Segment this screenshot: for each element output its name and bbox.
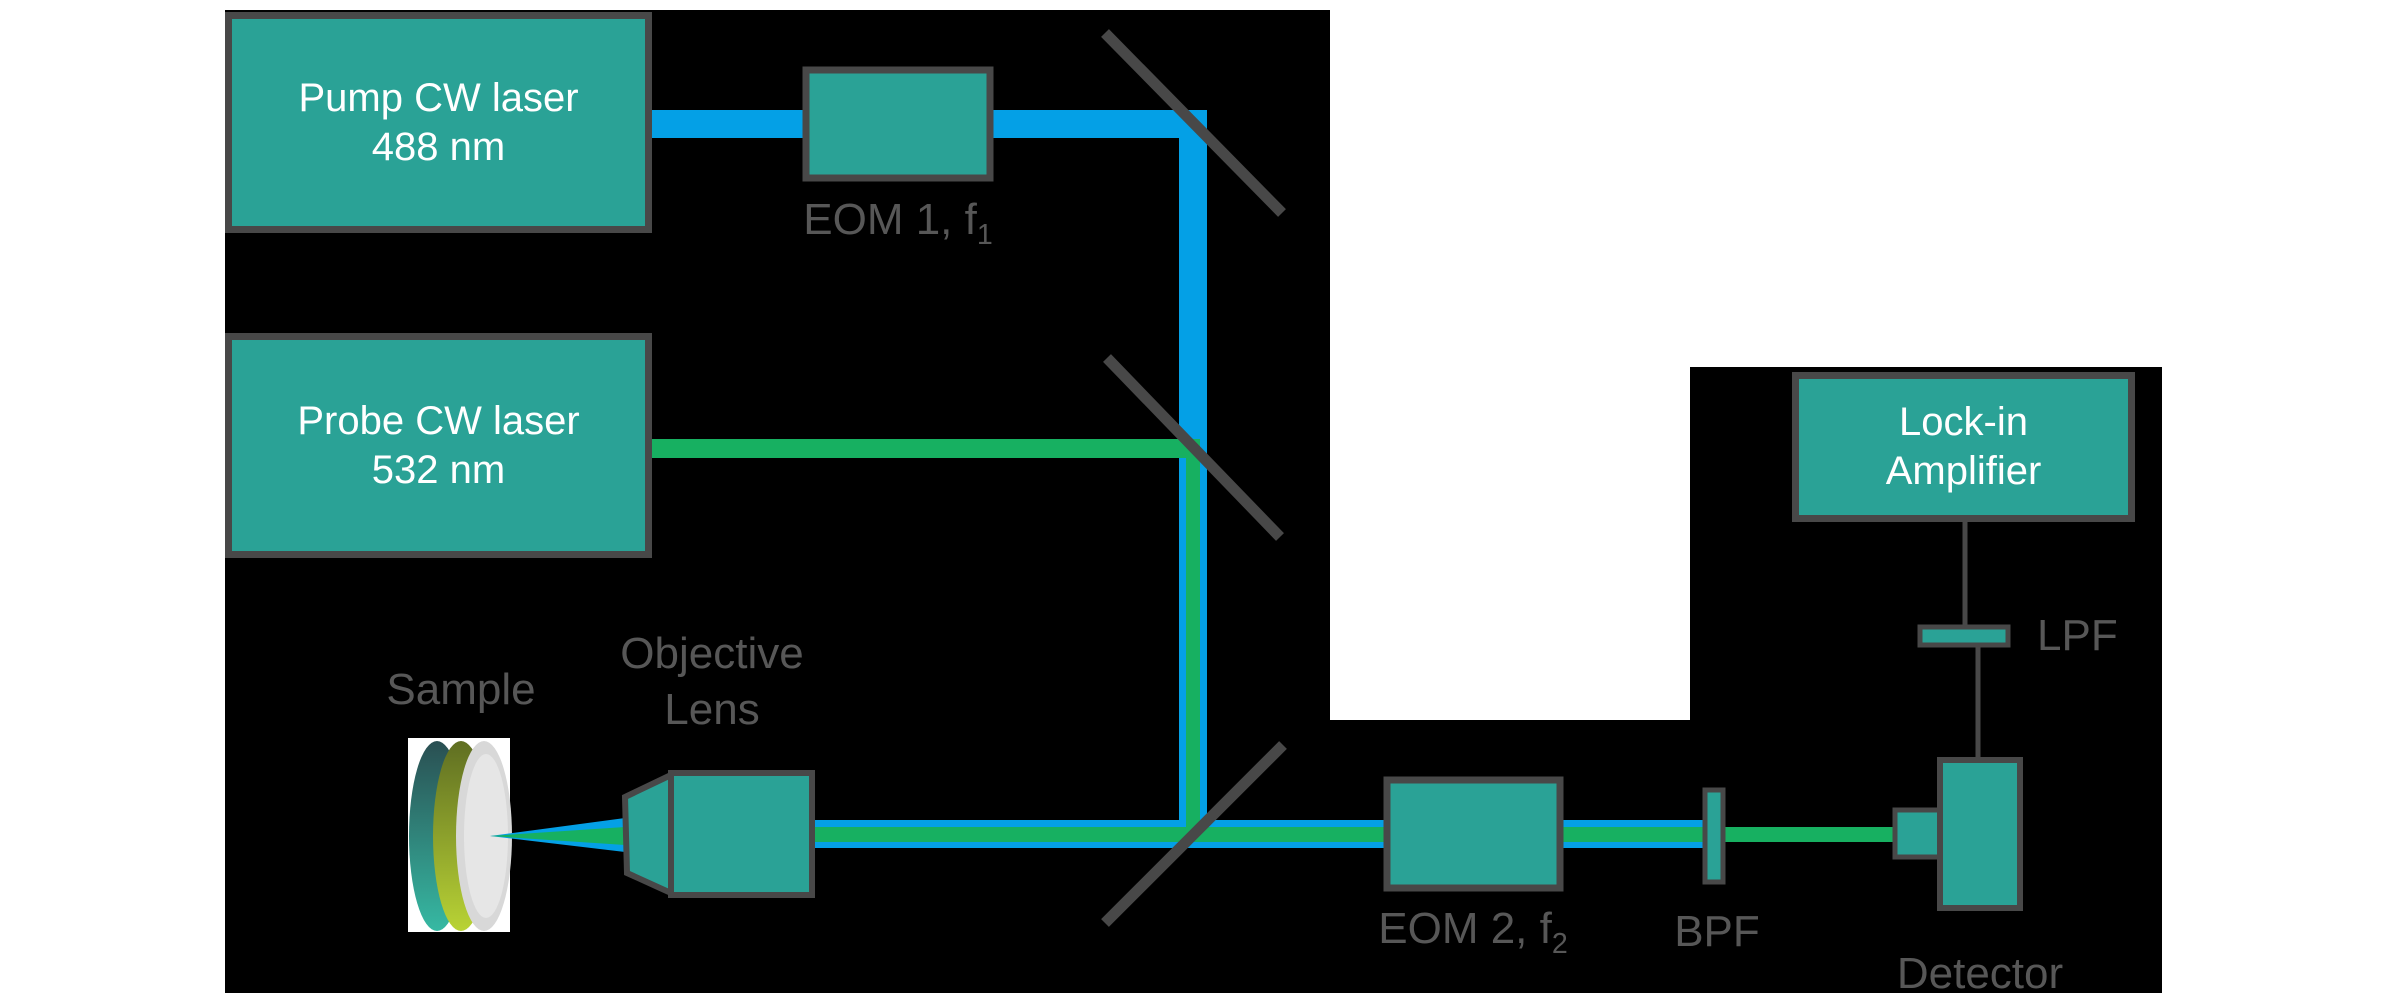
lpf-label: LPF — [2037, 611, 2118, 660]
eom1-label: EOM 1, f1 — [803, 195, 993, 251]
objective-lens-nose — [621, 770, 674, 898]
probe-laser-box: Probe CW laser 532 nm — [225, 333, 652, 558]
eom2-label: EOM 2, f2 — [1378, 904, 1568, 960]
combined-beam-green-horizontal — [812, 827, 1895, 842]
bpf-filter — [1702, 787, 1726, 885]
pump-steering-mirror — [1101, 29, 1286, 217]
dichroic-combiner-mirror — [1103, 354, 1284, 541]
detector-body — [1937, 757, 2023, 911]
pump-laser-name: Pump CW laser — [298, 75, 579, 120]
eom2-box — [1383, 776, 1564, 892]
eom1-box — [802, 66, 994, 182]
lockin-label-line2: Amplifier — [1885, 449, 2042, 493]
objective-lens-body — [668, 770, 815, 898]
sample-label: Sample — [386, 665, 536, 714]
pump-laser-wavelength: 488 nm — [371, 124, 506, 169]
detector-aperture — [1892, 807, 1943, 860]
probe-laser-name: Probe CW laser — [297, 398, 580, 443]
eom2-subscript: 2 — [1551, 927, 1568, 960]
probe-laser-wavelength: 532 nm — [371, 447, 506, 492]
lockin-label-line1: Lock-in — [1899, 400, 2028, 445]
bpf-label: BPF — [1674, 907, 1760, 956]
objective-lens-label: Objective Lens — [620, 629, 804, 734]
combined-beam-green-vertical — [1186, 448, 1200, 842]
sample-disk-face-highlight — [464, 754, 508, 918]
lpf-filter — [1917, 624, 2011, 648]
eom1-subscript: 1 — [976, 218, 993, 251]
detector-label: Detector — [1896, 949, 2064, 998]
focus-cone-green — [490, 827, 625, 845]
lockin-amplifier-box: Lock-in Amplifier — [1792, 372, 2135, 522]
pump-laser-box: Pump CW laser 488 nm — [225, 12, 652, 233]
bottom-steering-mirror — [1101, 741, 1287, 927]
probe-beam-horizontal — [652, 439, 1200, 458]
